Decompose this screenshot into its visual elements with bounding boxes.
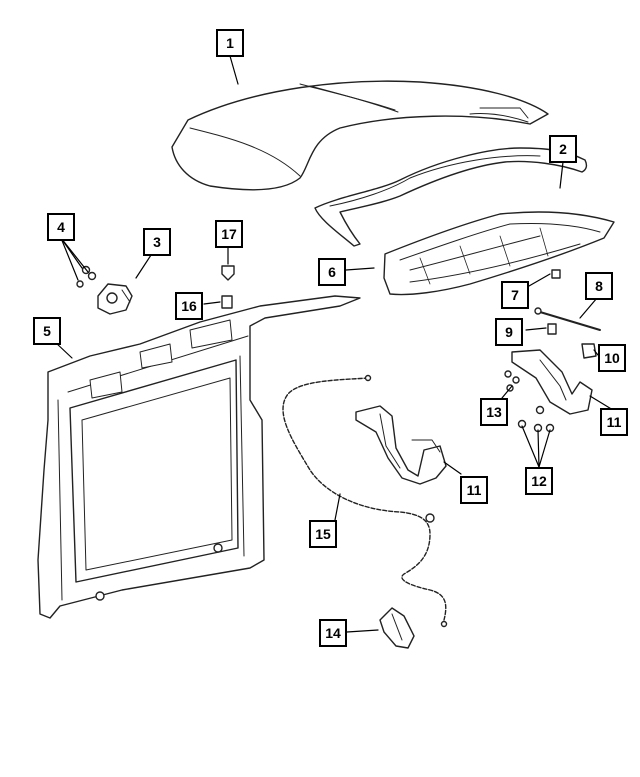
- hood-hinge-center: [355, 405, 447, 485]
- callout-1: 1: [216, 29, 244, 57]
- callout-15: 15: [309, 520, 337, 548]
- callout-13: 13: [480, 398, 508, 426]
- prop-rod-grommet: [547, 323, 557, 335]
- hood-hinge-right: [511, 349, 593, 415]
- hood-panel: [171, 80, 549, 191]
- callout-7: 7: [501, 281, 529, 309]
- callout-2: 2: [549, 135, 577, 163]
- release-handle: [379, 607, 415, 649]
- clip: [221, 265, 235, 281]
- callout-11-center: 11: [460, 476, 488, 504]
- hinge-bumper: [581, 343, 597, 359]
- callout-8: 8: [585, 272, 613, 300]
- callout-10: 10: [598, 344, 626, 372]
- bumper: [221, 295, 233, 309]
- leader-lines: [54, 55, 614, 633]
- callout-14: 14: [319, 619, 347, 647]
- callout-5: 5: [33, 317, 61, 345]
- callout-9: 9: [495, 318, 523, 346]
- callout-11-right: 11: [600, 408, 628, 436]
- radiator-support: [37, 295, 361, 619]
- prop-rod-clip: [551, 269, 561, 279]
- hinge-nuts: [517, 405, 555, 433]
- callout-4: 4: [47, 213, 75, 241]
- prop-rod: [534, 307, 601, 331]
- callout-6: 6: [318, 258, 346, 286]
- callout-12: 12: [525, 467, 553, 495]
- release-cable: [282, 374, 448, 628]
- callout-17: 17: [215, 220, 243, 248]
- callout-16: 16: [175, 292, 203, 320]
- hood-inner-silencer: [383, 211, 615, 296]
- callout-3: 3: [143, 228, 171, 256]
- hood-latch: [97, 283, 133, 315]
- hinge-bolts: [504, 370, 520, 392]
